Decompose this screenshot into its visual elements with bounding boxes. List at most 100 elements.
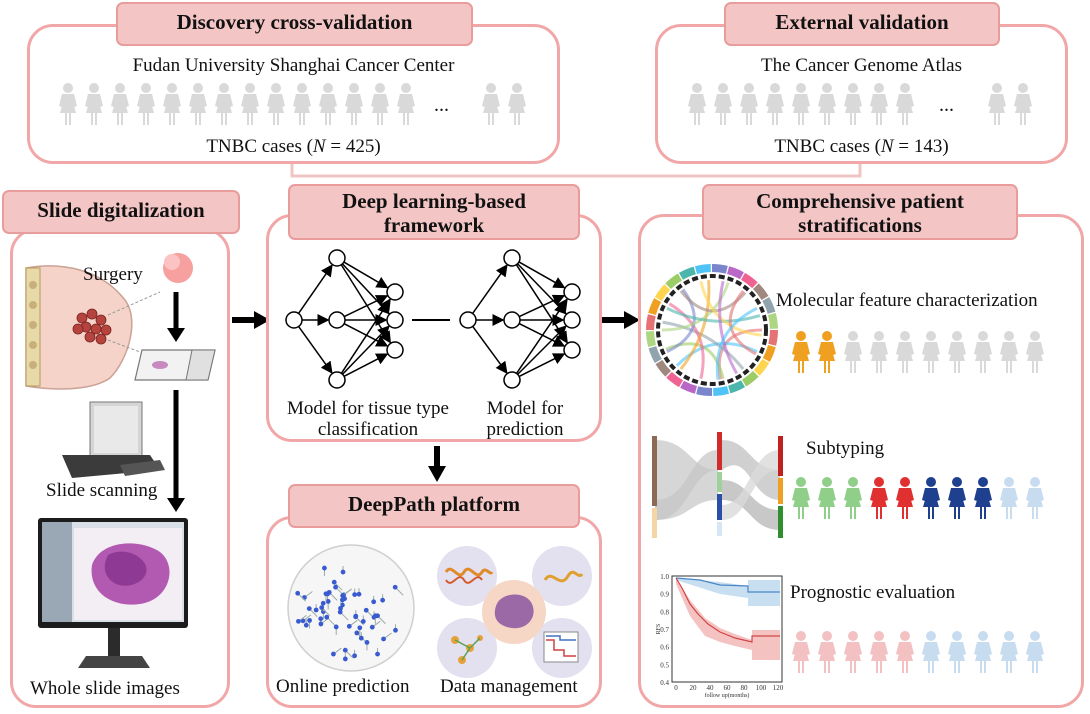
network-node <box>503 311 521 329</box>
person-icon <box>1026 631 1044 673</box>
person-icon <box>988 83 1006 125</box>
discovery-title: Discovery cross-validation <box>116 2 473 46</box>
network-node <box>285 311 303 329</box>
person-icon <box>371 83 389 125</box>
person-icon <box>792 331 810 373</box>
km-y-tick: 1.0 <box>660 573 669 581</box>
person-icon <box>896 83 914 125</box>
wsi-label: Whole slide images <box>30 678 180 699</box>
model1-line1: Model for tissue type <box>286 398 449 419</box>
network-node <box>503 249 521 267</box>
network-node <box>386 311 404 329</box>
circos-plot <box>646 264 778 396</box>
km-y-tick: 0.7 <box>660 626 669 634</box>
model1-line2: classification <box>317 419 419 440</box>
network-node <box>459 311 477 329</box>
person-icon <box>241 83 259 125</box>
km-xlabel: follow up(months) <box>705 692 750 699</box>
person-icon <box>844 477 862 519</box>
person-icon <box>948 631 966 673</box>
surgery-label: Surgery <box>83 264 143 285</box>
person-icon <box>844 631 862 673</box>
molecular-label: Molecular feature characterization <box>776 290 1038 311</box>
person-icon <box>85 83 103 125</box>
molecular-people-row <box>790 330 1046 374</box>
person-icon <box>163 83 181 125</box>
person-icon <box>1026 477 1044 519</box>
slide-scanner-icon <box>62 401 165 478</box>
person-icon <box>319 83 337 125</box>
person-icon <box>818 83 836 125</box>
discovery-cases: TNBC cases (N = 425) <box>60 136 527 158</box>
discovery-cases-prefix: TNBC cases ( <box>206 136 313 157</box>
platform-title: DeepPath platform <box>288 484 580 528</box>
person-icon <box>896 477 914 519</box>
network-node <box>563 311 581 329</box>
person-icon <box>948 331 966 373</box>
person-icon <box>766 83 784 125</box>
person-icon <box>818 477 836 519</box>
km-x-tick: 60 <box>724 684 732 692</box>
person-icon <box>974 331 992 373</box>
person-icon <box>482 83 500 125</box>
person-icon <box>844 331 862 373</box>
person-icon <box>870 631 888 673</box>
sankey-plot <box>652 432 783 540</box>
stratification-title: Comprehensive patient stratifications <box>702 184 1018 240</box>
person-icon <box>844 83 862 125</box>
network-node <box>328 311 346 329</box>
subtyping-label: Subtyping <box>806 438 885 459</box>
km-y-tick: 0.4 <box>660 679 669 687</box>
external-cases: TNBC cases (N = 143) <box>670 136 1053 158</box>
model1-label: Model for tissue type classification <box>272 398 464 440</box>
km-x-tick: 0 <box>674 684 678 692</box>
person-icon <box>111 83 129 125</box>
breast-illustration <box>25 265 161 390</box>
person-icon <box>792 631 810 673</box>
person-icon <box>818 331 836 373</box>
discovery-institution: Fudan University Shanghai Cancer Center <box>132 55 455 76</box>
online-prediction-label: Online prediction <box>276 676 410 697</box>
person-icon <box>870 477 888 519</box>
km-y-tick: 0.5 <box>660 661 669 669</box>
person-icon <box>974 631 992 673</box>
slide-title: Slide digitalization <box>2 190 240 234</box>
person-icon <box>922 631 940 673</box>
framework-panel <box>266 214 602 442</box>
external-cases-prefix: TNBC cases ( <box>774 136 881 157</box>
km-x-tick: 120 <box>773 684 784 692</box>
model2-line1: Model for <box>486 398 564 419</box>
person-icon <box>1014 83 1032 125</box>
person-icon <box>922 331 940 373</box>
framework-title: Deep learning-based framework <box>288 184 580 240</box>
person-icon <box>1000 331 1018 373</box>
km-ylabel: RFS <box>656 624 662 635</box>
stratification-title-line1: Comprehensive patient <box>756 189 964 213</box>
km-x-tick: 40 <box>707 684 715 692</box>
subtyping-people-row <box>790 476 1046 520</box>
external-people-row <box>686 82 916 126</box>
person-icon <box>215 83 233 125</box>
external-n-symbol: N <box>880 136 894 157</box>
model2-label: Model for prediction <box>470 398 580 440</box>
person-icon <box>896 331 914 373</box>
person-icon <box>792 83 810 125</box>
person-icon <box>137 83 155 125</box>
discovery-n-symbol: N <box>312 136 326 157</box>
discovery-people-row-end <box>480 82 528 126</box>
network-node <box>386 283 404 301</box>
external-title: External validation <box>724 2 1000 46</box>
person-icon <box>267 83 285 125</box>
km-x-tick: 100 <box>756 684 767 692</box>
prognostic-label: Prognostic evaluation <box>790 582 956 603</box>
person-icon <box>508 83 526 125</box>
person-icon <box>922 477 940 519</box>
person-icon <box>688 83 706 125</box>
person-icon <box>792 477 810 519</box>
